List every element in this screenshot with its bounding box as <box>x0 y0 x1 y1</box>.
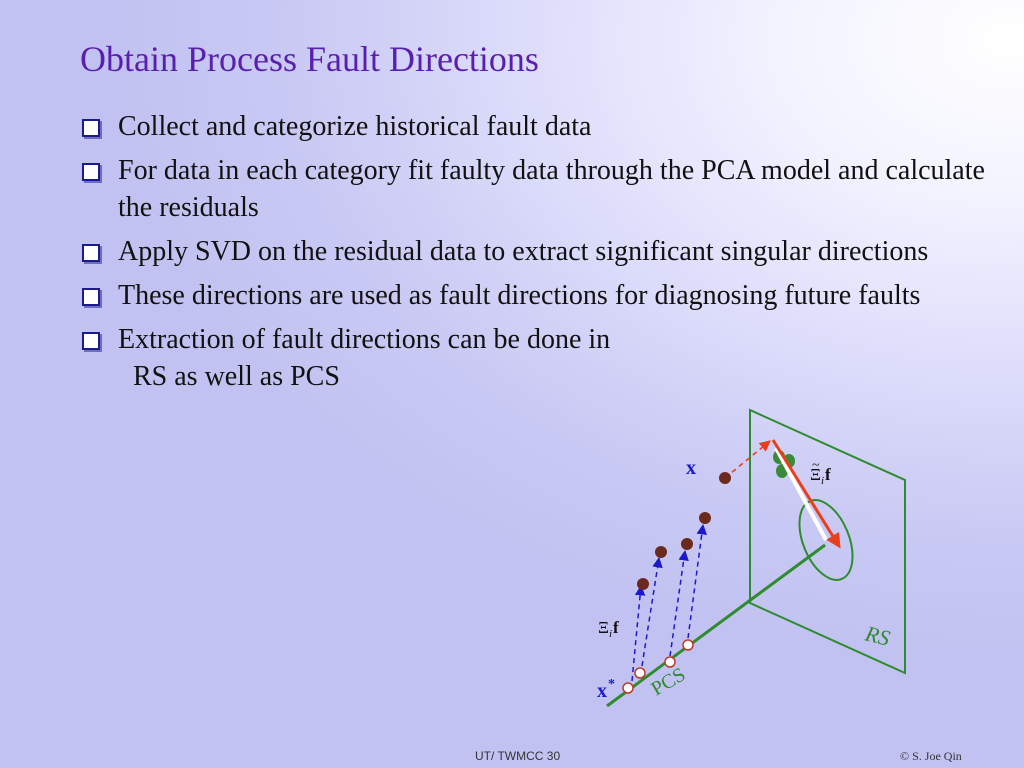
checkbox-bullet-icon <box>82 119 100 137</box>
bullet-item: Apply SVD on the residual data to extrac… <box>80 233 1000 270</box>
label-xi-tilde-mark: ~ <box>812 458 820 473</box>
faulty-point <box>681 538 693 550</box>
footer-slide-number: UT/ TWMCC 30 <box>475 749 561 763</box>
faulty-point <box>637 578 649 590</box>
fault-displacement-arrow <box>669 549 689 657</box>
normal-point <box>682 639 694 651</box>
normal-point <box>664 656 676 668</box>
fault-displacement-arrow <box>687 523 707 639</box>
label-pcs: PCS <box>648 663 690 700</box>
fault-displacement-arrow <box>641 556 663 667</box>
bullet-text: Collect and categorize historical fault … <box>118 111 592 142</box>
label-rs: RS <box>862 620 893 650</box>
bullet-item: These directions are used as fault direc… <box>80 277 1000 314</box>
projected-direction-line <box>774 447 828 541</box>
fault-displacement-arrow <box>631 584 646 682</box>
bullet-list: Collect and categorize historical fault … <box>80 108 1000 402</box>
bullet-text: For data in each category fit faulty dat… <box>118 155 985 223</box>
footer-copyright: © S. Joe Qin <box>900 749 962 763</box>
checkbox-bullet-icon <box>82 288 100 306</box>
bullet-continuation-text: RS as well as PCS <box>133 361 340 392</box>
residual-projection-arrow <box>724 440 771 479</box>
checkbox-bullet-icon <box>82 332 100 350</box>
fault-direction-arrow <box>771 439 841 549</box>
bullet-item: For data in each category fit faulty dat… <box>80 152 1000 226</box>
rs-plane <box>749 408 906 675</box>
bullet-text: Apply SVD on the residual data to extrac… <box>118 236 929 267</box>
bullet-text: These directions are used as fault direc… <box>118 280 921 311</box>
normal-point <box>634 667 646 679</box>
checkbox-bullet-icon <box>82 244 100 262</box>
normal-point <box>622 682 634 694</box>
label-xi-f: Ξif <box>598 618 619 640</box>
label-xi-tilde-f: Ξif <box>810 465 831 487</box>
bullet-item: Collect and categorize historical fault … <box>80 108 1000 145</box>
pcs-line <box>606 543 826 708</box>
faulty-point-x <box>719 472 731 484</box>
slide-title: Obtain Process Fault Directions <box>80 39 539 79</box>
faulty-point <box>699 512 711 524</box>
checkbox-bullet-icon <box>82 163 100 181</box>
label-x-star: x* <box>597 677 615 702</box>
faulty-point <box>655 546 667 558</box>
bullet-item: Extraction of fault directions can be do… <box>80 321 1000 395</box>
label-x: x <box>686 457 696 479</box>
bullet-text: Extraction of fault directions can be do… <box>118 324 611 355</box>
